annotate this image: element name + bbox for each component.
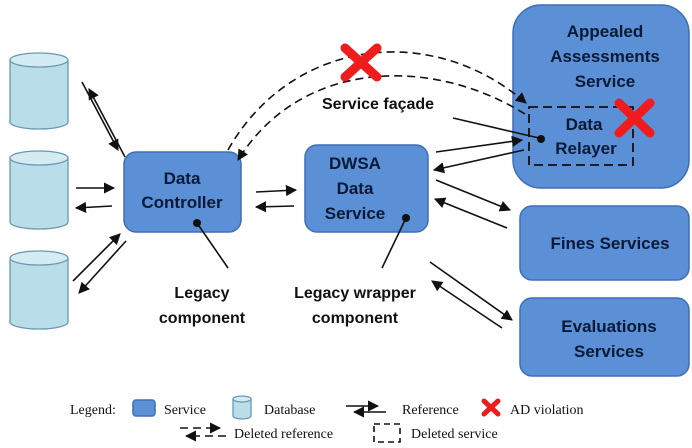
legend-ad-violation-label: AD violation [510, 403, 584, 418]
dwsa-relayer-references [432, 135, 525, 174]
data-relayer-label-2: Relayer [555, 139, 617, 158]
dwsa-data-service-box [304, 144, 429, 233]
legend-database-label: Database [264, 403, 315, 418]
dwsa-label-2: Data [337, 179, 374, 198]
legend-deleted-reference-label: Deleted reference [234, 427, 333, 442]
database-3 [9, 250, 69, 330]
legacy-component-label-2: component [159, 310, 246, 327]
fines-label: Fines Services [550, 234, 669, 253]
database-2 [9, 150, 69, 230]
db1-controller-references [81, 81, 126, 158]
evaluations-label-1: Evaluations [561, 317, 656, 336]
legend-reference-icon [346, 400, 386, 418]
legend-ad-violation-icon [481, 398, 501, 417]
db3-controller-references [72, 233, 127, 294]
dwsa-label-1: DWSA [329, 154, 381, 173]
evaluations-dwsa-references [429, 261, 513, 329]
legend-title: Legend: [70, 403, 116, 418]
legend-service-label: Service [164, 403, 206, 418]
legend-deleted-service-swatch [373, 423, 401, 443]
database-1 [9, 52, 69, 130]
legend-service-swatch [132, 399, 156, 417]
ad-violation-icon-facade [340, 43, 382, 82]
evaluations-label-2: Services [574, 342, 644, 361]
legacy-wrapper-pointer [381, 214, 410, 269]
legend: Legend: Service Database Reference AD vi… [70, 395, 584, 443]
data-relayer-label-1: Data [566, 115, 603, 134]
legend-deleted-reference-icon [180, 422, 226, 442]
legend-database-icon [232, 395, 252, 420]
dwsa-fines-references [433, 179, 512, 229]
controller-dwsa-references [254, 184, 298, 213]
legend-reference-label: Reference [402, 403, 459, 418]
legacy-component-pointer [193, 219, 229, 269]
evaluations-services-box [519, 297, 690, 377]
data-controller-box [123, 151, 242, 233]
dwsa-label-3: Service [325, 204, 386, 223]
ad-violation-icon-relayer [614, 98, 655, 138]
fines-services-box [519, 205, 690, 281]
legacy-component-label-1: Legacy [174, 285, 229, 302]
legend-deleted-service-label: Deleted service [411, 427, 498, 442]
service-facade-label: Service façade [322, 96, 434, 113]
appealed-label-1: Appealed [567, 22, 644, 41]
appealed-label-3: Service [575, 72, 636, 91]
db2-controller-references [74, 182, 116, 214]
legacy-wrapper-label-1: Legacy wrapper [294, 285, 416, 302]
data-controller-label-1: Data [164, 169, 201, 188]
legacy-wrapper-label-2: component [312, 310, 399, 327]
appealed-assessments-service-box [512, 4, 690, 189]
appealed-label-2: Assessments [550, 47, 660, 66]
data-controller-label-2: Controller [141, 193, 223, 212]
service-facade-pointer [452, 117, 545, 143]
